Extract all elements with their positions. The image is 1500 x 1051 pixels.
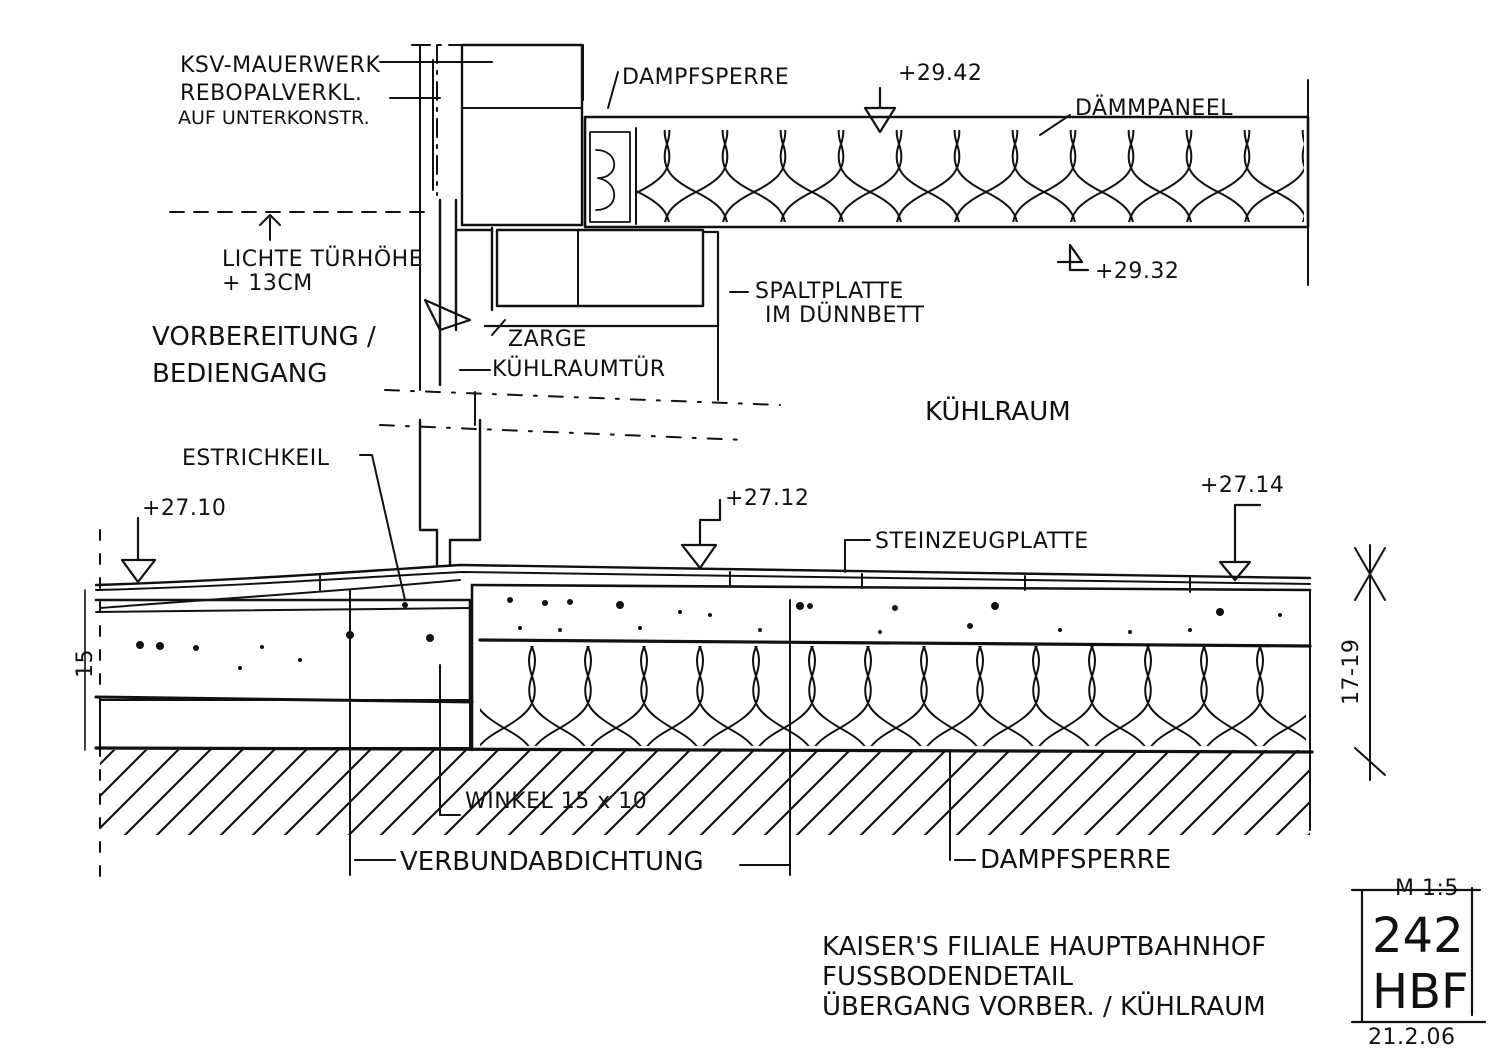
level-marker-2712	[680, 498, 722, 570]
label-level-2714: +27.14	[1200, 473, 1284, 498]
label-lichte-plus13: + 13CM	[222, 271, 313, 296]
label-estrichkeil: ESTRICHKEIL	[182, 446, 330, 471]
label-rebopal-line1: REBOPALVERKL.	[180, 81, 362, 106]
annotations: KSV-MAUERWERK REBOPALVERKL. AUF UNTERKON…	[73, 53, 1364, 877]
level-marker-2710	[120, 516, 157, 584]
label-dampfsperre-bottom: DAMPFSPERRE	[980, 845, 1171, 875]
floor-insulation	[480, 646, 1306, 746]
title-line3: ÜBERGANG VORBER. / KÜHLRAUM	[822, 990, 1266, 1022]
ground-hatch	[100, 750, 1310, 835]
title-line2: FUSSBODENDETAIL	[822, 962, 1074, 992]
level-marker-2932	[1056, 243, 1090, 272]
title-date: 21.2.06	[1368, 1025, 1455, 1050]
sheet-code: HBF	[1372, 964, 1469, 1020]
label-steinzeugplatte: STEINZEUGPLATTE	[875, 529, 1089, 554]
label-rebopal-line2: AUF UNTERKONSTR.	[178, 107, 370, 129]
label-zarge: ZARGE	[508, 327, 587, 352]
label-im-duennbett: IM DÜNNBETT	[765, 302, 924, 328]
label-bediengang: BEDIENGANG	[152, 359, 327, 389]
label-winkel: WINKEL 15 x 10	[465, 789, 647, 814]
title-scale: M 1:5	[1395, 876, 1459, 901]
leader-lines	[354, 61, 1071, 866]
level-marker-2714	[1218, 503, 1262, 582]
sheet-number: 242	[1372, 908, 1464, 964]
title-line1: KAISER'S FILIALE HAUPTBAHNHOF	[822, 932, 1266, 962]
upper-wall-section	[169, 43, 1310, 441]
wall-insulation-panel	[495, 228, 705, 308]
label-level-2942: +29.42	[898, 61, 982, 86]
label-kuehlraumtuer: KÜHLRAUMTÜR	[492, 356, 666, 382]
level-marker-2942	[863, 86, 897, 134]
title-block: KAISER'S FILIALE HAUPTBAHNHOF FUSSBODEND…	[822, 876, 1487, 1050]
label-verbundabdichtung: VERBUNDABDICHTUNG	[400, 847, 704, 877]
label-level-2712: +27.12	[725, 486, 809, 511]
label-daemmpaneel: DÄMMPANEEL	[1075, 95, 1233, 121]
label-dampfsperre-top: DAMPFSPERRE	[622, 65, 789, 90]
label-dim-15: 15	[73, 649, 98, 678]
label-ksv-mauerwerk: KSV-MAUERWERK	[180, 53, 380, 78]
label-spaltplatte: SPALTPLATTE	[755, 279, 904, 304]
label-dim-17-19: 17-19	[1339, 639, 1364, 705]
left-subbase	[99, 699, 471, 749]
level-markers	[120, 86, 1262, 584]
label-kuehlraum: KÜHLRAUM	[925, 395, 1071, 427]
label-lichte-tuerhoehe: LICHTE TÜRHÖHE	[222, 246, 423, 272]
ksv-wall	[460, 43, 584, 227]
label-vorbereitung: VORBEREITUNG /	[152, 322, 376, 352]
floor-section	[84, 418, 1386, 886]
label-level-2932: +29.32	[1095, 259, 1179, 284]
label-level-2710: +27.10	[142, 496, 226, 521]
